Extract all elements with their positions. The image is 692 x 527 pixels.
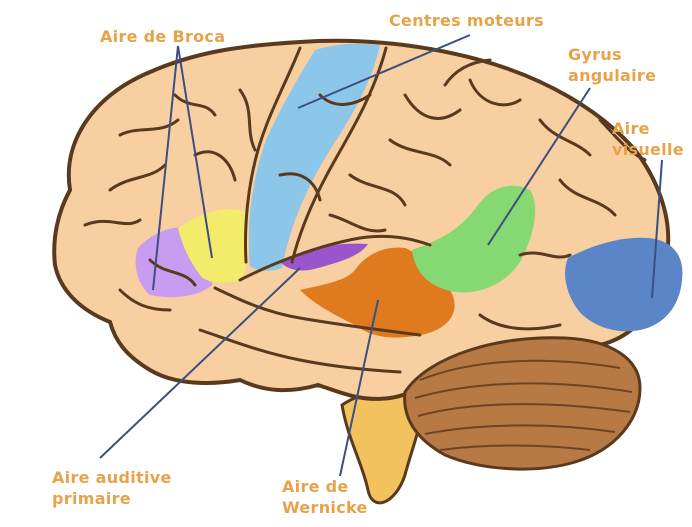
label-auditory-line2: primaire (52, 488, 172, 509)
label-motor-text: Centres moteurs (389, 10, 544, 31)
label-auditory: Aire auditive primaire (52, 467, 172, 509)
label-motor: Centres moteurs (389, 10, 544, 31)
label-visual-line2: visuelle (612, 139, 684, 160)
label-visual-line1: Aire (612, 118, 684, 139)
label-angular-line1: Gyrus (568, 44, 656, 65)
label-angular-line2: angulaire (568, 65, 656, 86)
label-wernicke-line1: Aire de (282, 476, 368, 497)
label-broca-text: Aire de Broca (100, 26, 225, 47)
label-wernicke: Aire de Wernicke (282, 476, 368, 518)
label-auditory-line1: Aire auditive (52, 467, 172, 488)
label-angular: Gyrus angulaire (568, 44, 656, 86)
label-broca: Aire de Broca (100, 26, 225, 47)
label-wernicke-line2: Wernicke (282, 497, 368, 518)
label-visual: Aire visuelle (612, 118, 684, 160)
